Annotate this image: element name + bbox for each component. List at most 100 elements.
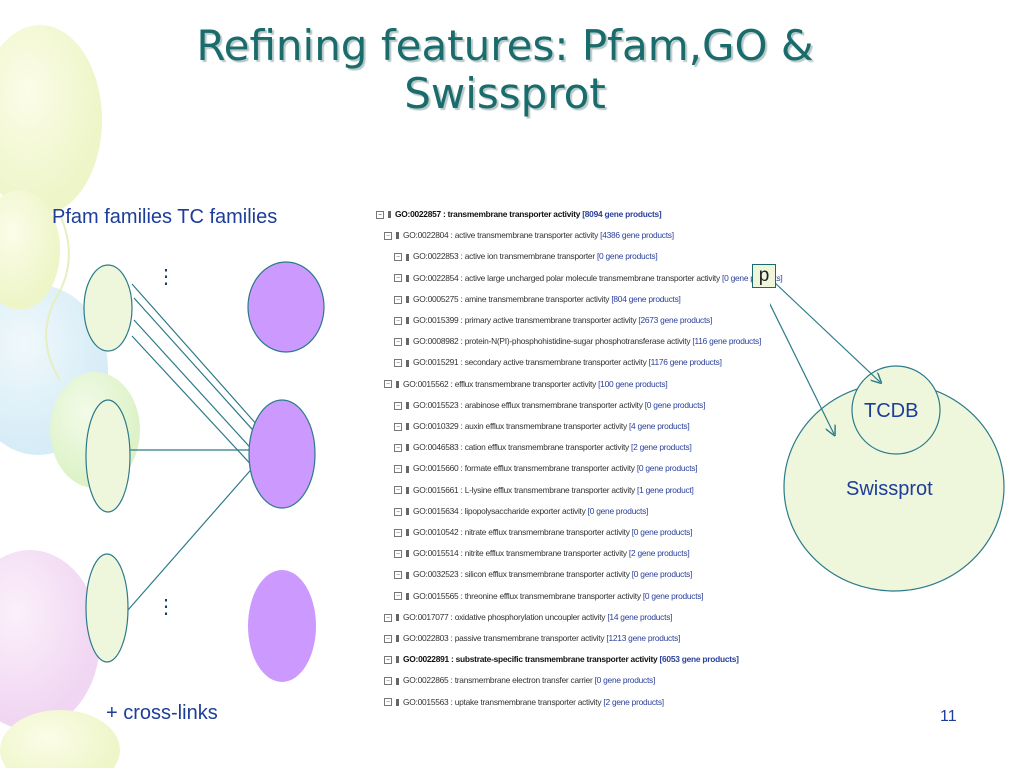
pfam-tc-diagram (83, 261, 325, 682)
gene-product-count[interactable]: [116 gene products] (692, 336, 762, 347)
go-tree-row[interactable]: – GO:0005275 : amine transmembrane transp… (394, 289, 681, 309)
gene-product-count[interactable]: [6053 gene products] (659, 654, 739, 665)
slide-title: Refining features: Pfam,GO & Swissprot (0, 22, 1010, 118)
gene-product-count[interactable]: [4 gene products] (628, 421, 690, 431)
expand-toggle-icon[interactable]: – (394, 528, 402, 537)
go-term-label[interactable]: GO:0015634 : lipopolysaccharide exporter… (413, 505, 586, 516)
go-term-label[interactable]: GO:0032523 : silicon efflux transmembran… (413, 569, 630, 580)
gene-product-count[interactable]: [4386 gene products] (600, 230, 674, 241)
gene-product-count[interactable]: [0 gene products] (596, 251, 658, 262)
go-tree-row[interactable]: – GO:0008982 : protein-N(PI)-phosphohisti… (394, 331, 761, 351)
go-tree-row[interactable]: – GO:0022853 : active ion transmembrane t… (394, 246, 658, 266)
go-tree-row[interactable]: – GO:0032523 : silicon efflux transmembra… (394, 564, 692, 584)
expand-toggle-icon[interactable]: – (394, 486, 402, 495)
gene-product-count[interactable]: [0 gene products] (631, 527, 693, 537)
gene-product-count[interactable]: [100 gene products] (598, 378, 668, 389)
expand-toggle-icon[interactable]: – (394, 549, 402, 558)
expand-toggle-icon[interactable]: – (376, 210, 384, 219)
gene-product-count[interactable]: [1 gene product] (637, 484, 694, 495)
go-term-label[interactable]: GO:0022803 : passive transmembrane trans… (403, 633, 605, 643)
go-tree-row[interactable]: – GO:0015660 : formate efflux transmembra… (394, 458, 698, 478)
expand-toggle-icon[interactable]: – (394, 316, 402, 325)
gene-product-count[interactable]: [0 gene products] (594, 675, 656, 686)
go-term-label[interactable]: GO:0005275 : amine transmembrane transpo… (413, 293, 610, 304)
go-tree-row[interactable]: – GO:0015514 : nitrite efflux transmembra… (394, 543, 690, 563)
gene-product-count[interactable]: [804 gene products] (611, 293, 681, 304)
go-term-label[interactable]: GO:0015291 : secondary active transmembr… (413, 357, 647, 368)
expand-toggle-icon[interactable]: – (394, 295, 402, 304)
go-tree-row[interactable]: – GO:0015399 : primary active transmembra… (394, 310, 712, 330)
go-tree-row[interactable]: – GO:0022857 : transmembrane transporter … (376, 204, 662, 224)
go-term-label[interactable]: GO:0022865 : transmembrane electron tran… (403, 675, 593, 686)
go-term-label[interactable]: GO:0022853 : active ion transmembrane tr… (413, 251, 595, 262)
expand-toggle-icon[interactable]: – (394, 443, 402, 452)
expand-toggle-icon[interactable]: – (394, 337, 402, 346)
go-term-label[interactable]: GO:0015565 : threonine efflux transmembr… (413, 590, 641, 601)
gene-product-count[interactable]: [1213 gene products] (606, 633, 681, 643)
go-tree-row[interactable]: – GO:0015565 : threonine efflux transmemb… (394, 586, 704, 606)
go-tree-row[interactable]: – GO:0017077 : oxidative phosphorylation … (384, 607, 672, 627)
expand-toggle-icon[interactable]: – (394, 465, 402, 474)
expand-toggle-icon[interactable]: – (384, 634, 392, 643)
go-tree-row[interactable]: – GO:0046583 : cation efflux transmembran… (394, 437, 692, 457)
go-term-label[interactable]: GO:0015563 : uptake transmembrane transp… (403, 696, 602, 707)
go-term-label[interactable]: GO:0010329 : auxin efflux transmembrane … (413, 421, 627, 431)
go-tree-row[interactable]: – GO:0022804 : active transmembrane trans… (384, 225, 674, 245)
go-tree-row[interactable]: – GO:0015634 : lipopolysaccharide exporte… (394, 501, 648, 521)
go-tree-row[interactable]: – GO:0022891 : substrate-specific transme… (384, 649, 739, 669)
go-term-icon (406, 592, 409, 600)
swissprot-tcdb-venn (770, 281, 1005, 592)
expand-toggle-icon[interactable]: – (384, 677, 392, 686)
expand-toggle-icon[interactable]: – (394, 507, 402, 516)
gene-product-count[interactable]: [2 gene products] (628, 548, 690, 559)
go-term-label[interactable]: GO:0015399 : primary active transmembran… (413, 315, 637, 325)
expand-toggle-icon[interactable]: – (394, 592, 402, 601)
go-term-label[interactable]: GO:0010542 : nitrate efflux transmembran… (413, 527, 630, 537)
expand-toggle-icon[interactable]: – (384, 698, 392, 707)
gene-product-count[interactable]: [0 gene products] (636, 463, 698, 474)
gene-product-count[interactable]: [0 gene products] (642, 590, 704, 601)
go-term-label[interactable]: GO:0015661 : L-lysine efflux transmembra… (413, 484, 635, 495)
gene-product-count[interactable]: [8094 gene products] (582, 209, 662, 219)
go-term-tree: – GO:0022857 : transmembrane transporter … (376, 204, 783, 716)
go-tree-row[interactable]: – GO:0015562 : efflux transmembrane trans… (384, 374, 668, 394)
expand-toggle-icon[interactable]: – (384, 231, 392, 240)
gene-product-count[interactable]: [14 gene products] (607, 611, 673, 622)
go-tree-row[interactable]: – GO:0015523 : arabinose efflux transmemb… (394, 395, 705, 415)
gene-product-count[interactable]: [0 gene products] (631, 569, 693, 580)
gene-product-count[interactable]: [1176 gene products] (648, 357, 722, 368)
gene-product-count[interactable]: [0 gene products] (644, 399, 706, 410)
go-term-label[interactable]: GO:0015562 : efflux transmembrane transp… (403, 378, 597, 389)
expand-toggle-icon[interactable]: – (384, 655, 392, 664)
go-term-label[interactable]: GO:0022854 : active large uncharged pola… (413, 272, 720, 283)
go-tree-row[interactable]: – GO:0010329 : auxin efflux transmembrane… (394, 416, 690, 436)
go-term-label[interactable]: GO:0046583 : cation efflux transmembrane… (413, 442, 629, 453)
go-tree-row[interactable]: – GO:0010542 : nitrate efflux transmembra… (394, 522, 692, 542)
gene-product-count[interactable]: [0 gene products] (587, 505, 649, 516)
go-tree-row[interactable]: – GO:0022803 : passive transmembrane tran… (384, 628, 680, 648)
go-term-label[interactable]: GO:0015523 : arabinose efflux transmembr… (413, 399, 643, 410)
expand-toggle-icon[interactable]: – (384, 380, 392, 389)
expand-toggle-icon[interactable]: – (394, 422, 402, 431)
expand-toggle-icon[interactable]: – (394, 571, 402, 580)
go-term-label[interactable]: GO:0015660 : formate efflux transmembran… (413, 463, 635, 474)
expand-toggle-icon[interactable]: – (394, 359, 402, 368)
go-tree-row[interactable]: – GO:0022854 : active large uncharged pol… (394, 268, 783, 288)
go-term-label[interactable]: GO:0022891 : substrate-specific transmem… (403, 654, 658, 665)
go-tree-row[interactable]: – GO:0015563 : uptake transmembrane trans… (384, 692, 664, 712)
expand-toggle-icon[interactable]: – (394, 253, 402, 262)
go-tree-row[interactable]: – GO:0022865 : transmembrane electron tra… (384, 670, 655, 690)
gene-product-count[interactable]: [2 gene products] (603, 696, 664, 707)
expand-toggle-icon[interactable]: – (384, 613, 392, 622)
go-term-label[interactable]: GO:0015514 : nitrite efflux transmembran… (413, 548, 627, 559)
expand-toggle-icon[interactable]: – (394, 274, 402, 283)
go-tree-row[interactable]: – GO:0015661 : L-lysine efflux transmembr… (394, 480, 694, 500)
go-term-label[interactable]: GO:0017077 : oxidative phosphorylation u… (403, 611, 606, 622)
expand-toggle-icon[interactable]: – (394, 401, 402, 410)
gene-product-count[interactable]: [2673 gene products] (638, 315, 713, 325)
go-term-label[interactable]: GO:0022857 : transmembrane transporter a… (395, 209, 581, 219)
go-tree-row[interactable]: – GO:0015291 : secondary active transmemb… (394, 352, 722, 372)
go-term-label[interactable]: GO:0022804 : active transmembrane transp… (403, 230, 599, 241)
go-term-label[interactable]: GO:0008982 : protein-N(PI)-phosphohistid… (413, 336, 691, 347)
gene-product-count[interactable]: [2 gene products] (631, 442, 692, 453)
